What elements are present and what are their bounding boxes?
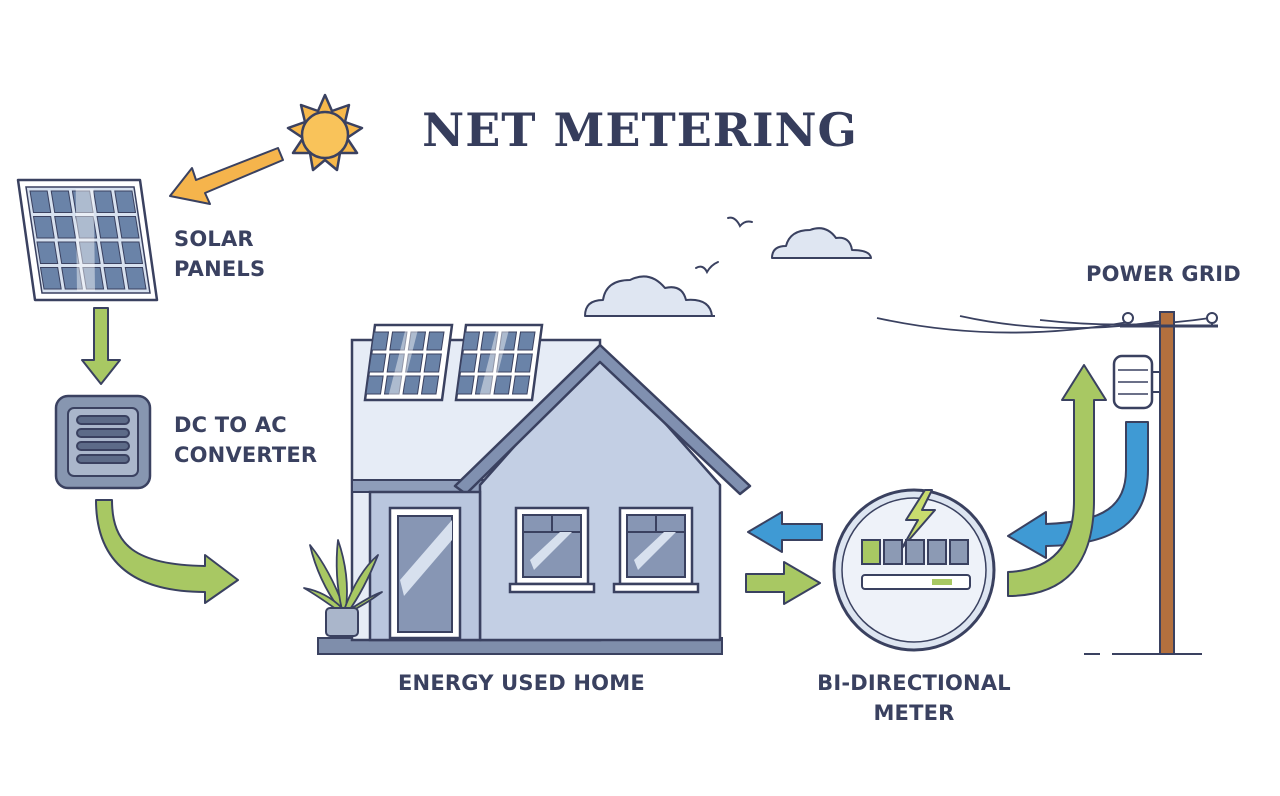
bidirectional-meter-icon xyxy=(832,488,996,652)
cloud-icon xyxy=(584,275,715,317)
ac-flow-arrow xyxy=(95,499,239,604)
label-solar-panels: SOLAR PANELS xyxy=(174,224,265,284)
label-line: PANELS xyxy=(174,257,266,281)
label-power-grid: POWER GRID xyxy=(1086,259,1241,289)
label-converter: DC TO AC CONVERTER xyxy=(174,410,317,470)
converter-icon xyxy=(54,394,152,490)
diagram-title: NET METERING xyxy=(422,103,858,157)
label-home: ENERGY USED HOME xyxy=(398,668,645,698)
bird-icon xyxy=(695,216,753,275)
sun-icon xyxy=(286,93,364,172)
plant-icon xyxy=(303,539,383,637)
grid-export-arrow xyxy=(1007,364,1107,597)
house-icon xyxy=(317,323,752,655)
label-line: BI-DIRECTIONAL xyxy=(817,671,1011,695)
label-meter: BI-DIRECTIONAL METER xyxy=(806,668,1022,728)
solar-panel-icon xyxy=(16,178,159,302)
label-line: SOLAR xyxy=(174,227,254,251)
meter-to-home-arrow xyxy=(747,511,823,553)
label-line: CONVERTER xyxy=(174,443,318,467)
label-line: ENERGY USED HOME xyxy=(398,671,645,695)
dc-flow-arrow xyxy=(81,307,121,385)
label-line: DC TO AC xyxy=(174,413,287,437)
label-line: POWER GRID xyxy=(1086,262,1241,286)
utility-pole-icon xyxy=(1084,311,1218,655)
label-line: METER xyxy=(873,701,955,725)
grid-supply-arrow xyxy=(1007,421,1149,559)
cloud-icon xyxy=(771,227,872,259)
sunlight-arrow xyxy=(169,147,284,205)
home-to-meter-arrow xyxy=(745,561,821,605)
